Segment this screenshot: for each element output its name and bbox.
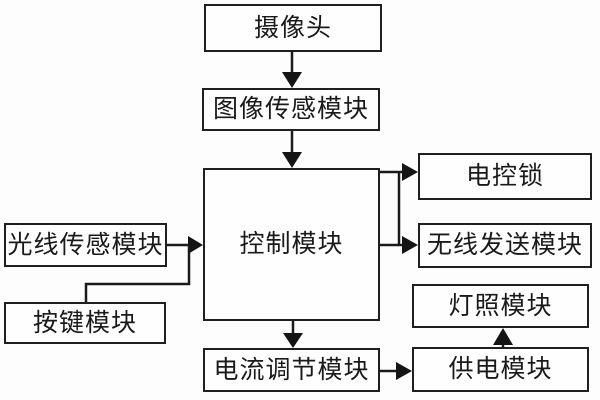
- node-lighting-label: 灯照模块: [448, 292, 553, 320]
- edge-image-sensor-to-control: [282, 131, 302, 168]
- edge-control-to-wireless-tx: [380, 236, 418, 254]
- node-camera: 摄像头: [204, 4, 382, 52]
- node-lighting: 灯照模块: [412, 284, 589, 328]
- node-power-supply-label: 供电模块: [448, 356, 553, 383]
- edge-camera-to-image-sensor: [282, 52, 302, 88]
- node-camera-label: 摄像头: [253, 14, 332, 42]
- node-image-sensor: 图像传感模块: [202, 88, 380, 131]
- node-wireless-tx-label: 无线发送模块: [426, 232, 583, 259]
- node-light-sensor-label: 光线传感模块: [7, 231, 164, 259]
- node-current-regulator-label: 电流调节模块: [213, 356, 370, 384]
- node-control-label: 控制模块: [239, 231, 344, 258]
- node-current-regulator: 电流调节模块: [203, 348, 380, 392]
- edge-light-sensor-to-control: [167, 236, 203, 254]
- node-electric-lock-label: 电控锁: [465, 163, 544, 190]
- node-keypad-label: 按键模块: [32, 309, 137, 337]
- node-image-sensor-label: 图像传感模块: [212, 96, 369, 123]
- edge-control-to-current-regulator: [283, 321, 303, 348]
- node-electric-lock: 电控锁: [418, 153, 592, 200]
- node-keypad: 按键模块: [4, 302, 166, 344]
- edge-current-regulator-to-power-supply: [380, 362, 412, 380]
- node-power-supply: 供电模块: [412, 347, 589, 392]
- node-wireless-tx: 无线发送模块: [418, 223, 592, 268]
- node-control: 控制模块: [203, 168, 380, 321]
- edge-power-supply-to-lighting: [493, 328, 513, 347]
- edge-control-to-electric-lock: [380, 163, 418, 245]
- node-light-sensor: 光线传感模块: [4, 223, 167, 267]
